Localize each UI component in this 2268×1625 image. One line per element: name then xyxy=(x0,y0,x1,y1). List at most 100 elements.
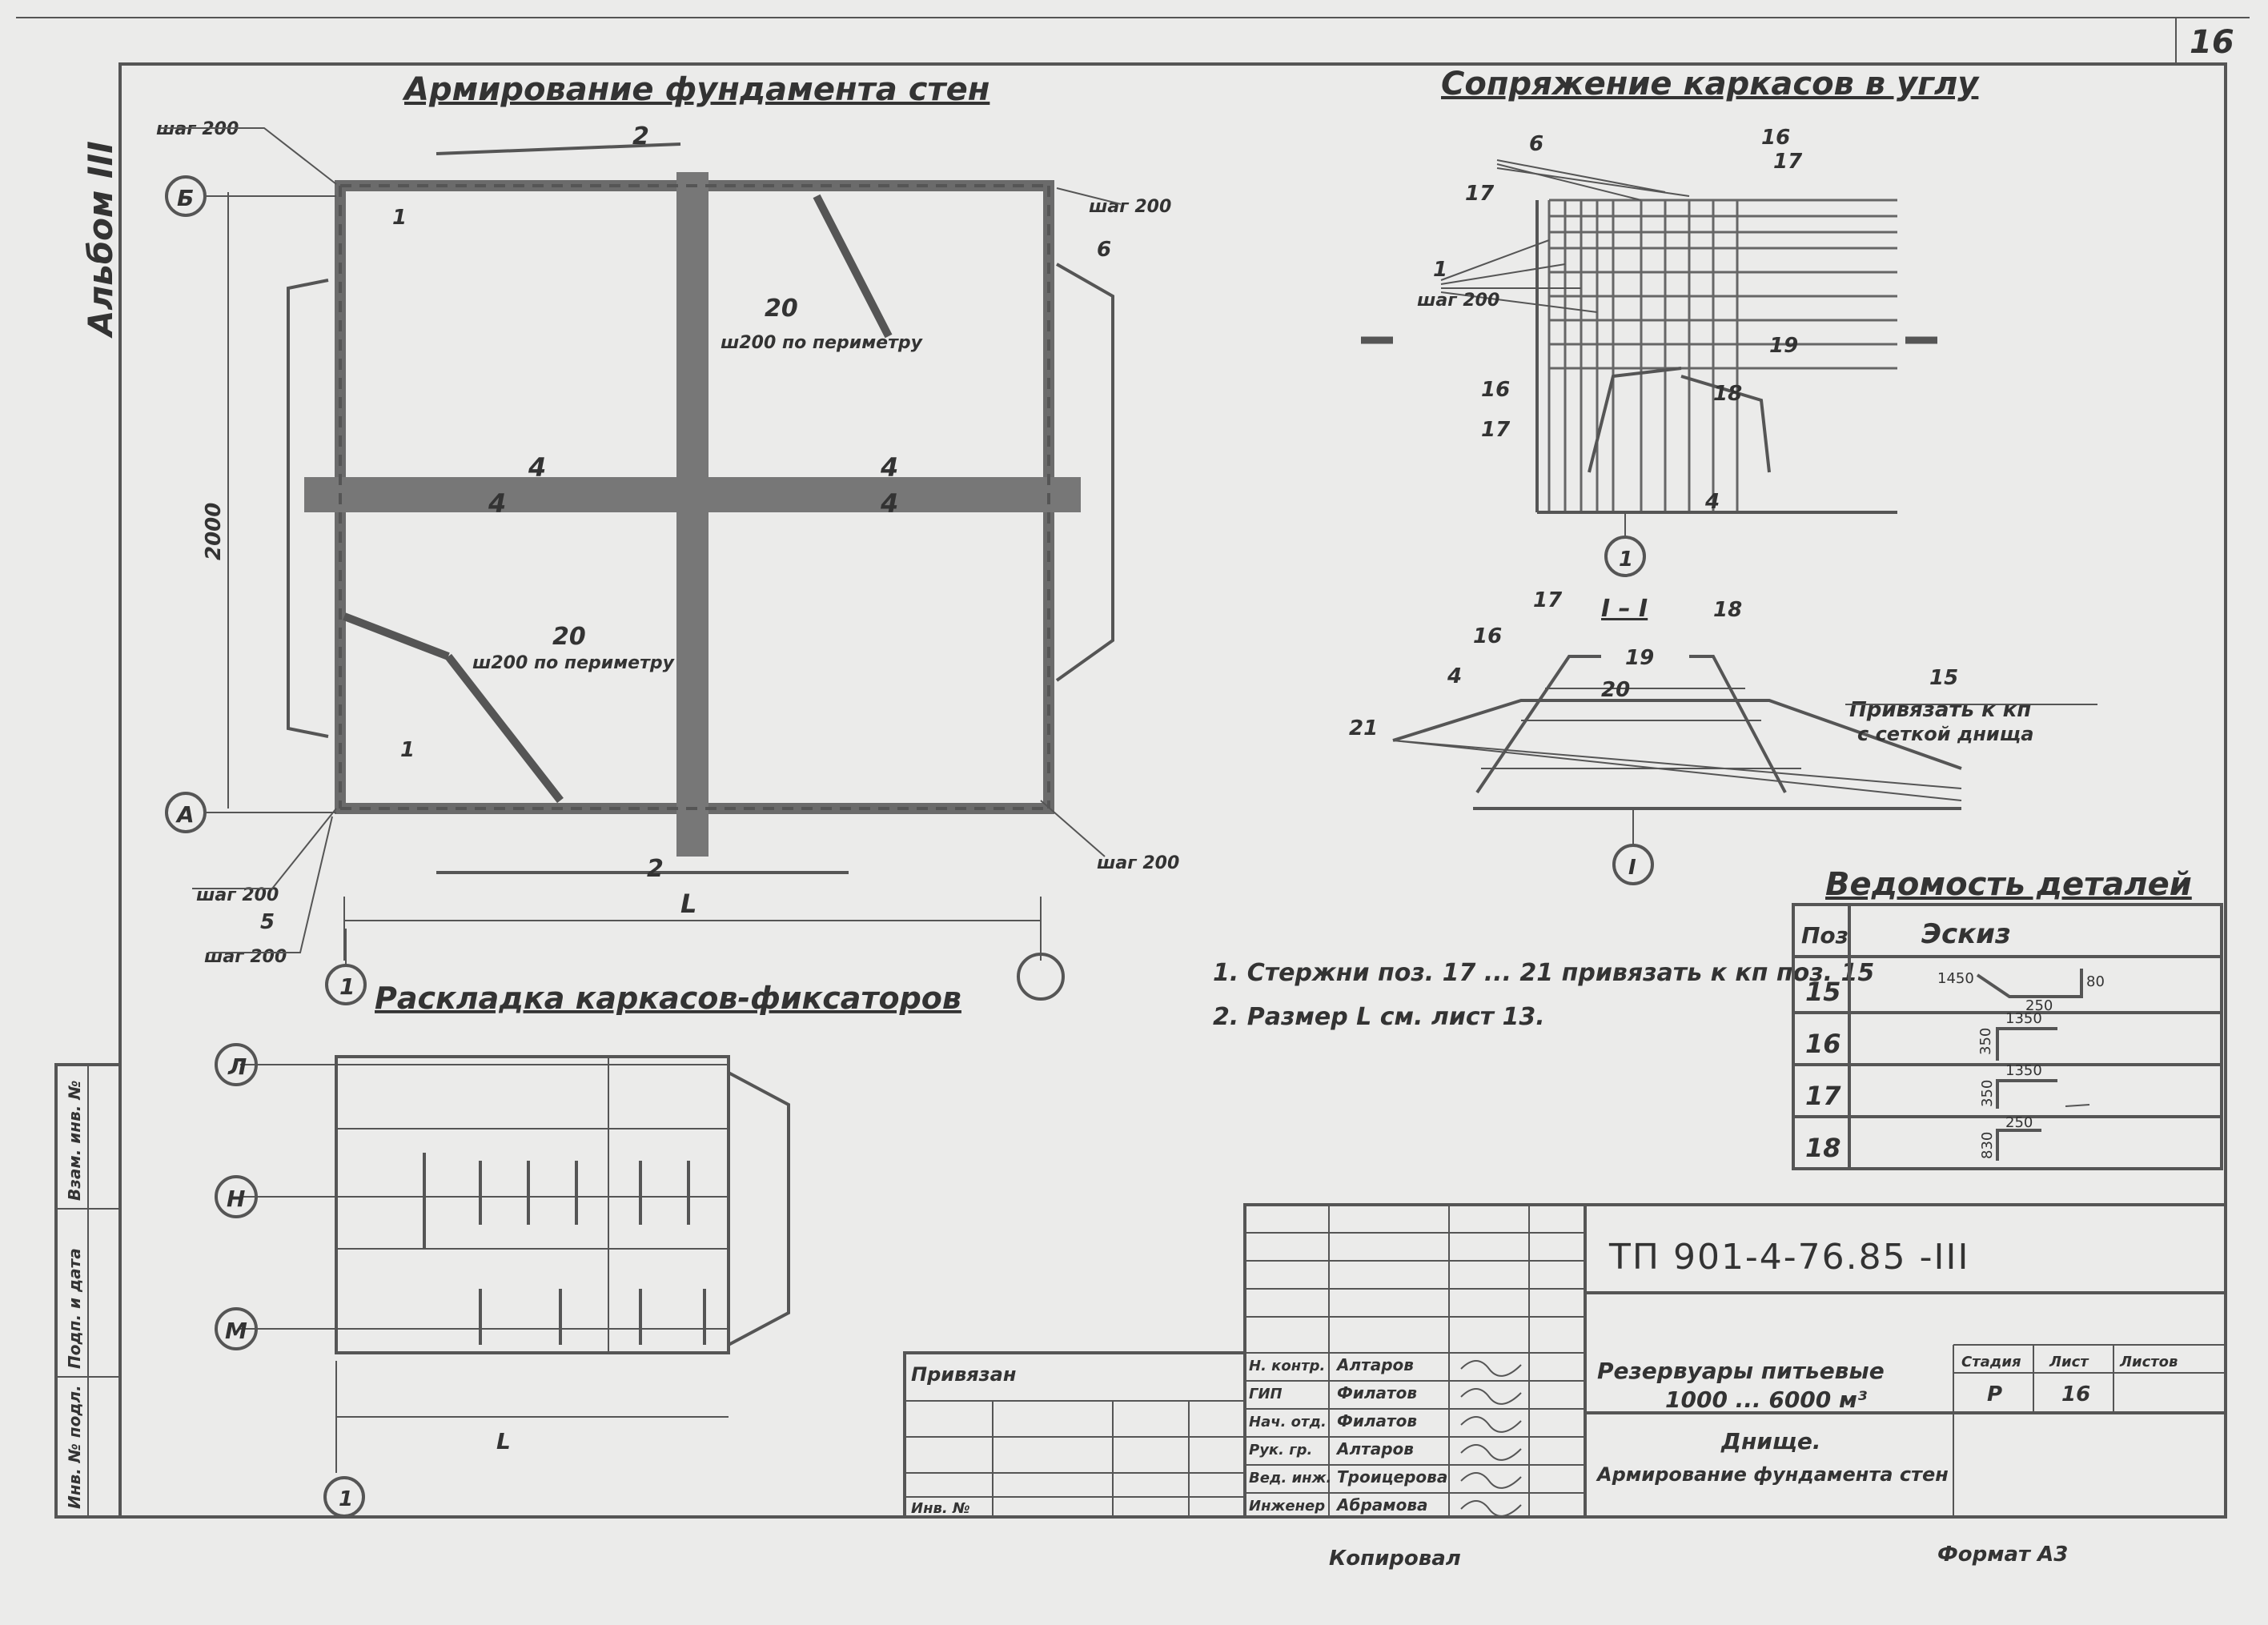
axis-bubble-2 xyxy=(1017,953,1065,1001)
sketch-17-tail xyxy=(2065,1104,2090,1107)
tb-signature-5 xyxy=(1460,1472,1522,1489)
section-slab xyxy=(1392,699,1962,770)
corner-num-19: 19 xyxy=(1769,334,1798,358)
leader-1 xyxy=(160,127,337,185)
footer-format: Формат А3 xyxy=(1937,1543,2068,1567)
section-bar-1 xyxy=(1392,740,1962,789)
label-pos-2-bottom: 2 xyxy=(647,855,664,883)
sketch-15-dim2: 250 xyxy=(2025,997,2053,1014)
side-stamp-3: Инв. № подл. xyxy=(65,1385,84,1509)
fixators-axis-M: М xyxy=(225,1318,247,1344)
label-pos-20-note-bottom: ш200 по периметру xyxy=(472,653,676,673)
corner-fan-2 xyxy=(1440,263,1566,285)
corner-num-16a: 16 xyxy=(1761,126,1790,150)
tb-code: ТП 901-4-76.85 -III xyxy=(1608,1237,1969,1278)
section-num-4: 4 xyxy=(1447,664,1462,688)
tb-name-5: Троицерова xyxy=(1337,1467,1447,1487)
fixators-axis-1-bubble xyxy=(323,1476,365,1518)
tb-sheet-title-1: Днище. xyxy=(1720,1428,1820,1454)
tb-role-1: Н. контр. xyxy=(1249,1358,1325,1374)
privyazan-frame xyxy=(903,1351,1246,1519)
tb-sheet-title-2: Армирование фундамента стен xyxy=(1596,1463,1949,1486)
section-I-I: I – I 17 16 4 19 20 18 21 15 Привязать к… xyxy=(1349,588,2097,885)
tb-role-2: ГИП xyxy=(1249,1386,1283,1402)
sketch-17 xyxy=(1996,1079,2057,1109)
section-title: I – I xyxy=(1601,595,1648,623)
privyazan-label: Привязан xyxy=(911,1363,1016,1386)
label-pos-2-top: 2 xyxy=(632,122,649,150)
details-pos-16: 16 xyxy=(1805,1029,1841,1059)
details-frame xyxy=(1792,903,2223,1170)
tb-name-3: Филатов xyxy=(1337,1411,1417,1430)
corner-fan-1 xyxy=(1440,239,1550,281)
fixators-axis-1: 1 xyxy=(339,1487,353,1511)
corner-diag-1 xyxy=(1588,367,1682,473)
details-pos-17: 17 xyxy=(1805,1081,1841,1111)
section-num-19: 19 xyxy=(1625,646,1654,670)
foundation-plan: Армирование фундамента стен 2 2 4 4 4 4 … xyxy=(156,71,1179,1005)
section-num-18: 18 xyxy=(1713,598,1742,622)
corner-fan-5 xyxy=(1496,159,1666,193)
corner-num-17b: 17 xyxy=(1773,150,1803,174)
label-pos-4-2: 4 xyxy=(880,452,898,483)
section-num-15: 15 xyxy=(1929,666,1958,690)
fixators-axis-L: Л xyxy=(227,1053,247,1080)
corner-num-18: 18 xyxy=(1713,382,1742,406)
corner-num-16b: 16 xyxy=(1481,378,1510,402)
label-step-left-top: шаг 200 xyxy=(156,119,239,139)
details-title: Ведомость деталей xyxy=(1825,866,2192,903)
axis-B: Б xyxy=(177,185,194,211)
fixators-axis-M-bubble xyxy=(215,1307,258,1350)
corner-title: Сопряжение каркасов в углу xyxy=(1441,66,1980,102)
label-pos-4-1: 4 xyxy=(528,452,546,483)
fixators-layout: Раскладка каркасов-фиксаторов L Л Н М 1 xyxy=(215,981,961,1518)
details-pos-18: 18 xyxy=(1805,1133,1841,1163)
corner-fan-7 xyxy=(1496,167,1690,197)
details-table: Ведомость деталей Поз Эскиз 15 1450 250 … xyxy=(1792,866,2223,1170)
dim-left-value: 2000 xyxy=(202,503,226,560)
corner-num-17c: 17 xyxy=(1481,418,1511,442)
section-note-1: Привязать к кп xyxy=(1849,698,2031,722)
label-step-right-bottom: шаг 200 xyxy=(1097,853,1179,873)
diag-rebar-bottom-2 xyxy=(445,653,564,804)
tb-list: 16 xyxy=(2061,1382,2090,1406)
tb-signature-6 xyxy=(1460,1500,1522,1517)
title-block: ТП 901-4-76.85 -III Н. контр. ГИП Нач. о… xyxy=(903,1203,2227,1519)
tb-object-1: Резервуары питьевые xyxy=(1597,1358,1885,1384)
label-pos-1-top: 1 xyxy=(392,206,407,230)
fixators-title: Раскладка каркасов-фиксаторов xyxy=(375,981,961,1016)
diag-rebar-top xyxy=(813,194,893,339)
diag-rebar-bottom-1 xyxy=(343,612,450,660)
sketch-17-dim1: 1350 xyxy=(2005,1062,2042,1079)
section-num-16: 16 xyxy=(1473,624,1502,648)
leader-4 xyxy=(1056,187,1122,205)
section-num-21: 21 xyxy=(1349,716,1378,740)
label-pos-4-4: 4 xyxy=(880,488,898,519)
leader-5 xyxy=(1040,800,1106,857)
sketch-16 xyxy=(1996,1027,2057,1061)
tb-signature-4 xyxy=(1460,1444,1522,1461)
tb-object-2: 1000 ... 6000 м³ xyxy=(1665,1386,1867,1413)
axis-A: А xyxy=(175,801,195,828)
plan-outline-right xyxy=(1055,263,1114,682)
sketch-16-dim2: 1350 xyxy=(2005,1010,2042,1027)
section-axis: I xyxy=(1628,856,1636,880)
tb-name-1: Алтаров xyxy=(1335,1355,1414,1374)
corner-axis: 1 xyxy=(1619,548,1633,572)
label-pos-6-right: 6 xyxy=(1097,238,1111,262)
side-stamp-2: Подп. и дата xyxy=(65,1248,84,1369)
tb-signature-1 xyxy=(1460,1360,1522,1377)
corner-fan-6 xyxy=(1496,163,1642,201)
tb-name-4: Алтаров xyxy=(1335,1439,1414,1458)
corner-num-6: 6 xyxy=(1529,132,1543,156)
label-pos-20-top: 20 xyxy=(765,295,798,323)
inv-label: Инв. № xyxy=(911,1500,970,1517)
label-pos-20-bottom: 20 xyxy=(552,623,586,651)
label-pos-4-3: 4 xyxy=(488,488,506,519)
label-pos-1-bottom: 1 xyxy=(400,738,415,762)
details-pos-15: 15 xyxy=(1805,977,1841,1007)
corner-diag-2 xyxy=(1680,375,1771,473)
tb-col-list: Лист xyxy=(2049,1354,2089,1370)
label-step-left-bottom-2: шаг 200 xyxy=(204,947,287,967)
